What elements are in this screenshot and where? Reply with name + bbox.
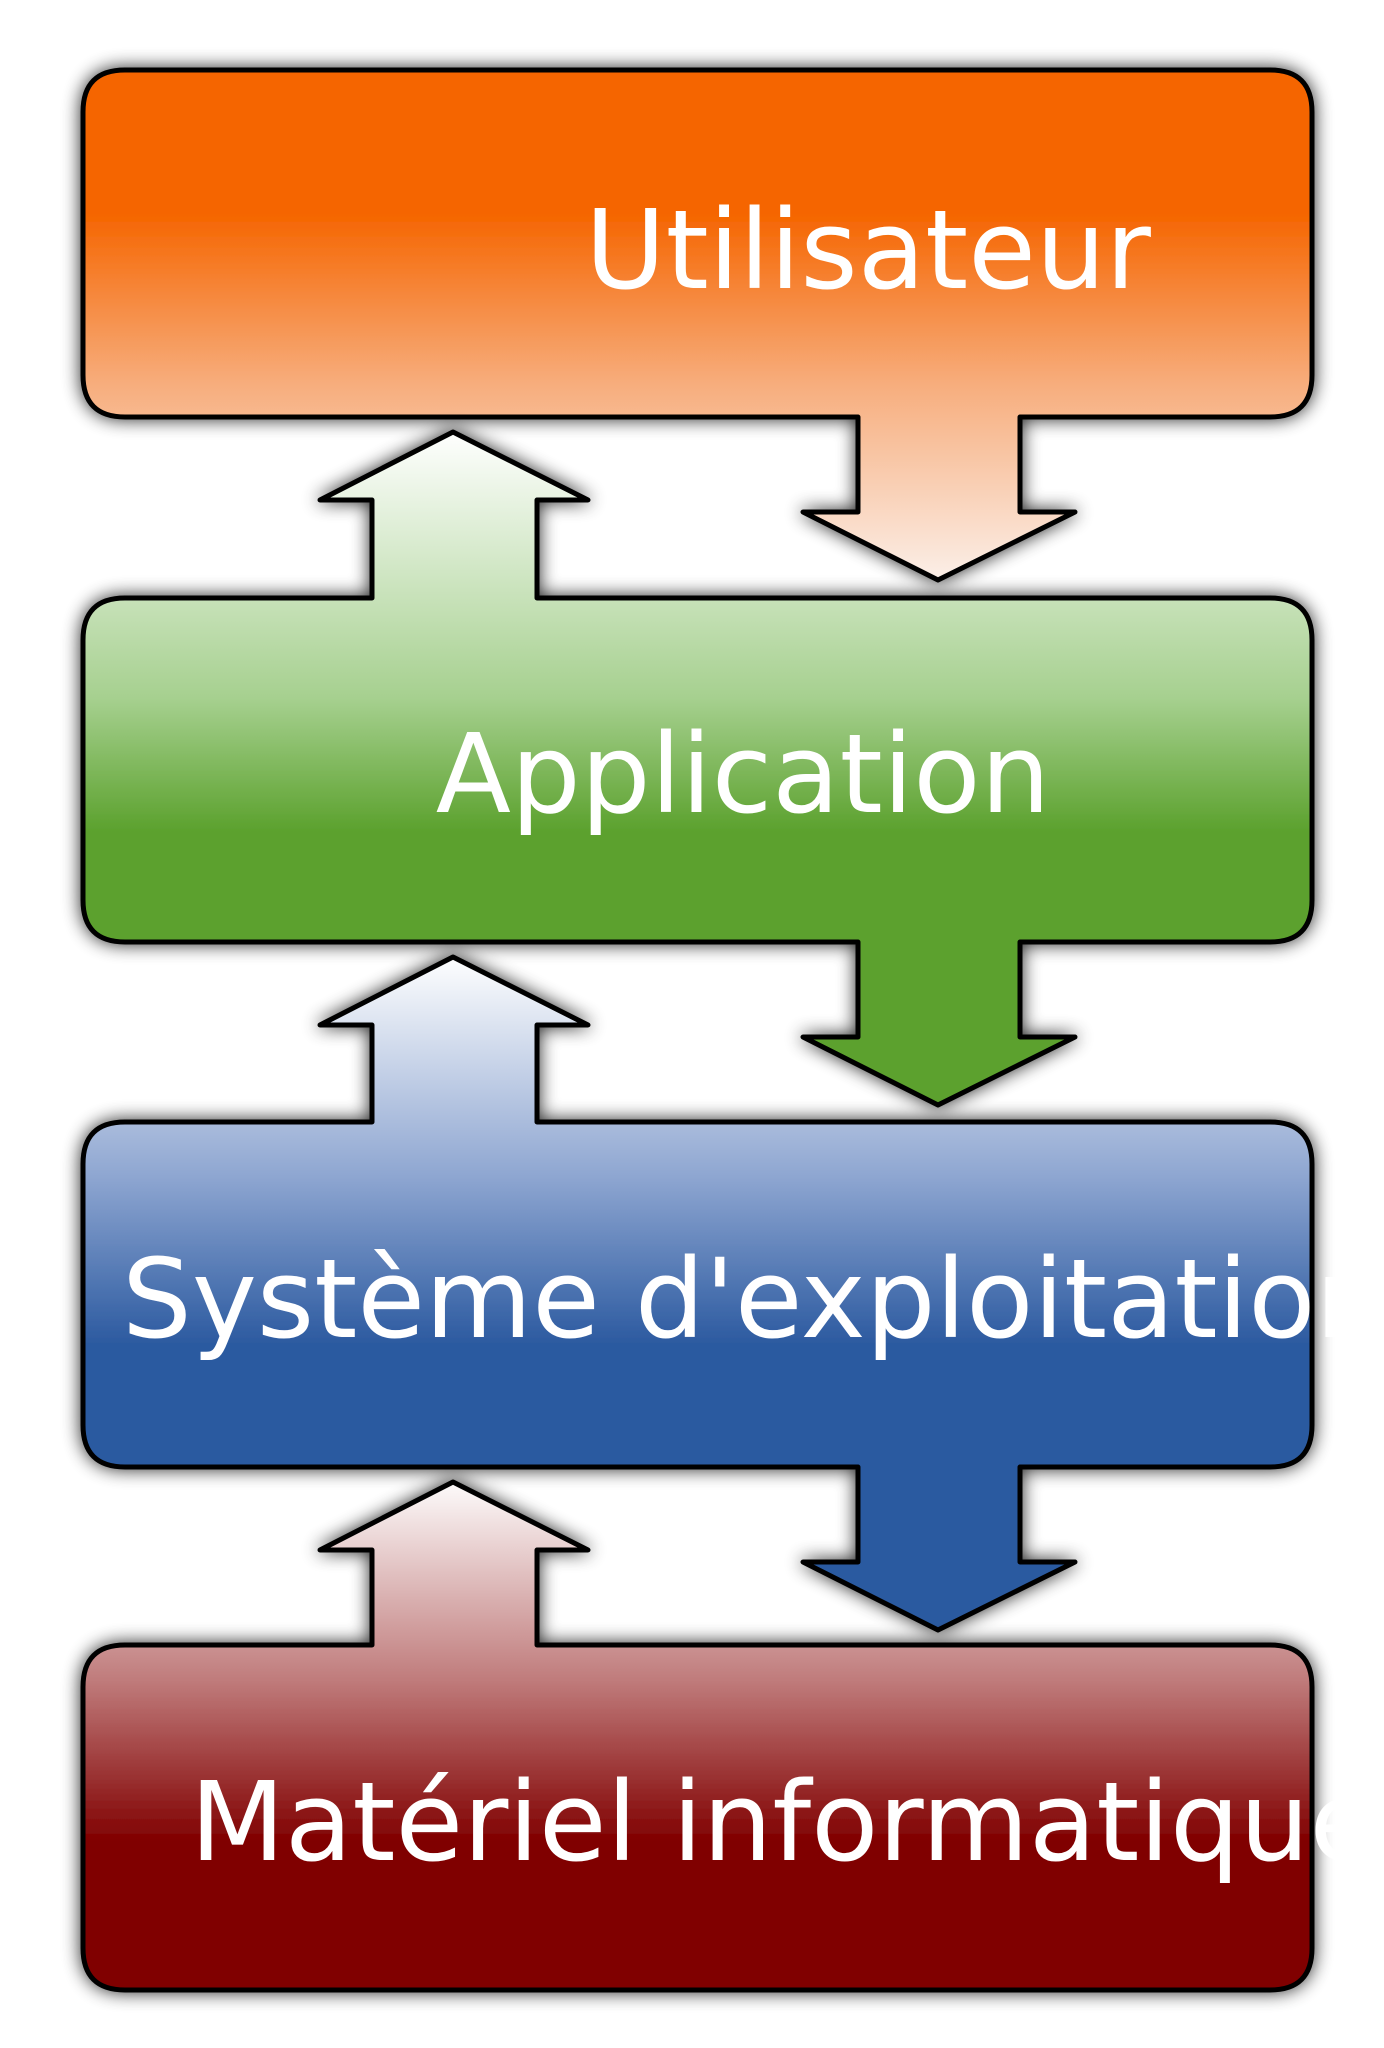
application-box-with-arrows — [80, 429, 1315, 1108]
layer-application: Application — [80, 429, 1315, 1108]
layer-utilisateur: Utilisateur — [80, 67, 1315, 583]
utilisateur-box-with-down-arrow — [80, 67, 1315, 583]
utilisateur-label: Utilisateur — [585, 186, 1152, 314]
systeme-label: Système d'exploitation — [122, 1235, 1384, 1363]
layer-systeme: Système d'exploitation — [80, 954, 1384, 1633]
materiel-label: Matériel informatique — [190, 1758, 1377, 1886]
systeme-box-with-arrows — [80, 954, 1315, 1633]
materiel-box-with-up-arrow — [80, 1479, 1315, 1993]
layer-materiel: Matériel informatique — [80, 1479, 1377, 1993]
application-label: Application — [436, 710, 1051, 838]
